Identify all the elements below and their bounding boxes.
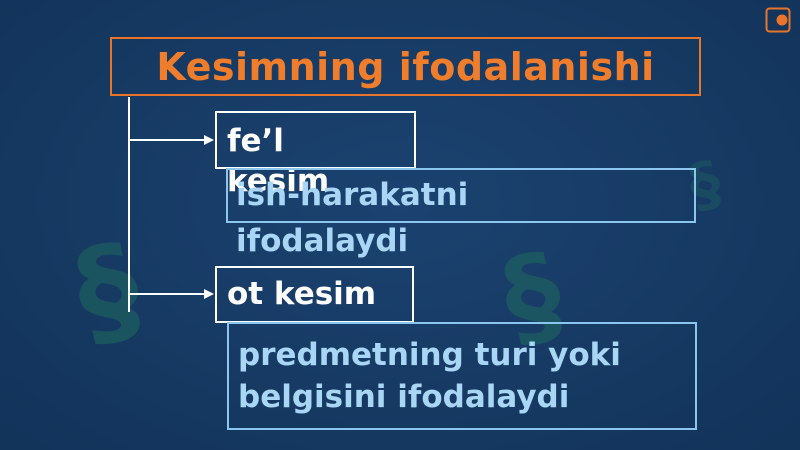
arrow-head-ot	[204, 289, 214, 299]
node-label-ot-kesim: ot kesim	[227, 276, 377, 312]
title-box: Kesimning ifodalanishi	[110, 37, 701, 96]
node-ot-kesim: ot kesim	[215, 266, 414, 323]
description-text-ot-kesim: predmetning turi yoki belgisini ifodalay…	[238, 337, 621, 415]
description-fel-kesim: ish-harakatni ifodalaydi	[226, 168, 696, 259]
description-text-fel-kesim: ish-harakatni ifodalaydi	[236, 177, 469, 259]
description-ot-kesim: predmetning turi yoki belgisini ifodalay…	[227, 322, 697, 430]
diagram-title: Kesimning ifodalanishi	[156, 44, 655, 89]
presentation-marker-icon[interactable]	[765, 7, 791, 33]
arrow-head-fel	[204, 135, 214, 145]
node-fel-kesim: fe’l kesim	[215, 111, 416, 199]
